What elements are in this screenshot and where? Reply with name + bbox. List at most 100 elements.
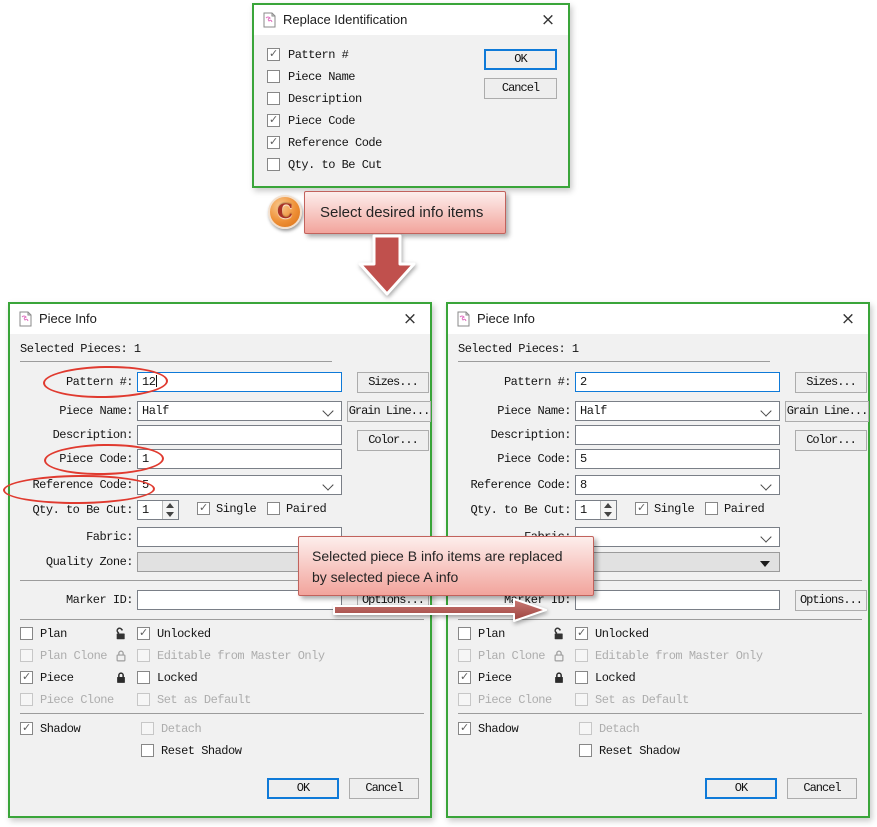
checkbox[interactable] (458, 670, 471, 684)
stepper-down-icon[interactable] (601, 510, 616, 519)
chevron-down-icon (760, 405, 772, 417)
close-icon[interactable]: × (840, 309, 856, 329)
pattern-input[interactable]: 2 (575, 372, 780, 392)
stepper-buttons (600, 501, 616, 519)
replace-identification-dialog: Replace Identification × Pattern # Piece… (252, 3, 570, 188)
checkbox-label: Qty. to Be Cut (288, 158, 382, 172)
checkbox[interactable] (137, 626, 150, 640)
checkbox[interactable] (579, 744, 592, 757)
checkbox[interactable] (20, 670, 33, 684)
checkbox[interactable] (197, 501, 210, 515)
checkbox-label: Piece Name (288, 70, 356, 84)
dialog-title: Replace Identification (283, 12, 408, 27)
lock-icon (114, 671, 128, 690)
reference-code-combobox[interactable]: 5 (137, 475, 342, 495)
options-button[interactable]: Options... (795, 590, 867, 611)
checkbox[interactable] (267, 158, 280, 171)
quality-zone-dropdown[interactable] (575, 552, 780, 572)
checkbox[interactable] (635, 501, 648, 515)
cancel-button[interactable]: Cancel (787, 778, 857, 799)
checkbox[interactable] (267, 92, 280, 105)
lock-open-icon (552, 649, 566, 668)
checkbox[interactable] (575, 626, 588, 640)
marker-id-input[interactable] (575, 590, 780, 610)
checkbox-label: Pattern # (288, 48, 349, 62)
sizes-button[interactable]: Sizes... (357, 372, 429, 393)
marker-id-input[interactable] (137, 590, 342, 610)
unlock-icon (114, 627, 128, 646)
ok-button[interactable]: OK (705, 778, 777, 799)
checkbox[interactable] (137, 693, 150, 706)
cancel-button[interactable]: Cancel (349, 778, 419, 799)
checkbox[interactable] (575, 671, 588, 684)
replace-dialog-titlebar[interactable]: Replace Identification × (254, 5, 568, 35)
callout-select-info-items: Select desired info items (304, 191, 506, 234)
pattern-label: Pattern #: (65, 375, 134, 389)
checkbox[interactable] (20, 649, 33, 662)
checkbox[interactable] (705, 502, 718, 515)
separator (20, 713, 424, 714)
checkbox[interactable] (575, 649, 588, 662)
checkbox[interactable] (137, 649, 150, 662)
pattern-input[interactable]: 12 (137, 372, 342, 392)
checkbox[interactable] (458, 627, 471, 640)
piece-name-combobox[interactable]: Half (137, 401, 342, 421)
close-icon[interactable]: × (540, 10, 556, 30)
document-icon (19, 311, 32, 327)
marker-id-label: Marker ID: (65, 593, 134, 607)
piece-code-input[interactable]: 1 (137, 449, 342, 469)
separator (20, 580, 424, 581)
color-button[interactable]: Color... (795, 430, 867, 451)
checkbox[interactable] (458, 693, 471, 706)
fabric-combobox[interactable] (575, 527, 780, 547)
piece-name-combobox[interactable]: Half (575, 401, 780, 421)
checkbox[interactable] (141, 744, 154, 757)
text-cursor (156, 375, 158, 387)
piece-name-label: Piece Name: (497, 404, 571, 418)
checkbox[interactable] (458, 721, 471, 735)
cancel-button[interactable]: Cancel (484, 78, 557, 99)
checkbox[interactable] (141, 722, 154, 735)
left-dialog-titlebar[interactable]: Piece Info × (10, 304, 430, 334)
grain-line-button[interactable]: Grain Line... (347, 401, 431, 422)
checkbox[interactable] (267, 70, 280, 83)
sizes-button[interactable]: Sizes... (795, 372, 867, 393)
piece-code-input[interactable]: 5 (575, 449, 780, 469)
qty-stepper[interactable]: 1 (575, 500, 617, 520)
checkbox-label: Piece Code (288, 114, 356, 128)
chevron-down-icon (760, 479, 772, 491)
close-icon[interactable]: × (402, 309, 418, 329)
checkbox[interactable] (267, 135, 280, 149)
piece-name-label: Piece Name: (59, 404, 133, 418)
description-input[interactable] (137, 425, 342, 445)
description-input[interactable] (575, 425, 780, 445)
checkbox[interactable] (458, 649, 471, 662)
callout-text-line1: Selected piece B info items are replaced (312, 548, 563, 564)
color-button[interactable]: Color... (357, 430, 429, 451)
stepper-down-icon[interactable] (163, 510, 178, 519)
document-icon (457, 311, 470, 327)
checkbox[interactable] (575, 693, 588, 706)
separator (458, 361, 770, 362)
checkbox[interactable] (137, 671, 150, 684)
ok-button[interactable]: OK (484, 49, 557, 70)
callout-text-line2: by selected piece A info (312, 569, 459, 585)
selected-pieces-label: Selected Pieces: 1 (20, 342, 141, 356)
checkbox[interactable] (267, 502, 280, 515)
down-arrow (356, 234, 418, 303)
qty-stepper[interactable]: 1 (137, 500, 179, 520)
stepper-up-icon[interactable] (601, 501, 616, 510)
stepper-buttons (162, 501, 178, 519)
callout-replace-note: Selected piece B info items are replaced… (298, 536, 594, 596)
checkbox[interactable] (20, 721, 33, 735)
right-dialog-titlebar[interactable]: Piece Info × (448, 304, 868, 334)
checkbox[interactable] (267, 47, 280, 61)
grain-line-button[interactable]: Grain Line... (785, 401, 869, 422)
reference-code-combobox[interactable]: 8 (575, 475, 780, 495)
ok-button[interactable]: OK (267, 778, 339, 799)
checkbox[interactable] (579, 722, 592, 735)
checkbox[interactable] (20, 627, 33, 640)
checkbox[interactable] (20, 693, 33, 706)
checkbox[interactable] (267, 113, 280, 127)
stepper-up-icon[interactable] (163, 501, 178, 510)
